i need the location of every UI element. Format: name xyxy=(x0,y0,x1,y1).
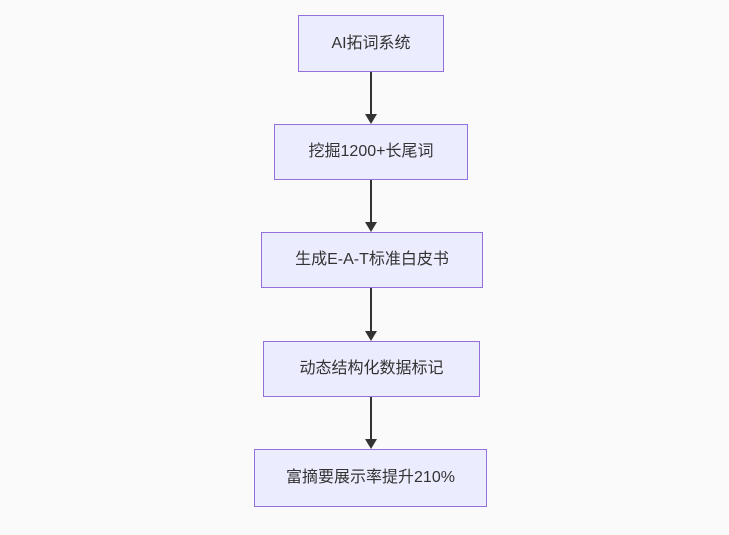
flow-node-rich-snippet-result: 富摘要展示率提升210% xyxy=(254,449,487,507)
arrow-down-icon xyxy=(365,114,377,124)
flow-node-structured-data-markup: 动态结构化数据标记 xyxy=(263,341,480,397)
flow-edge xyxy=(365,288,377,341)
flow-edge xyxy=(365,72,377,124)
flow-edge xyxy=(365,180,377,232)
flow-node-ai-keyword-system: AI拓词系统 xyxy=(298,15,444,72)
arrow-down-icon xyxy=(365,331,377,341)
flow-node-longtail-keywords: 挖掘1200+长尾词 xyxy=(274,124,468,180)
arrow-down-icon xyxy=(365,222,377,232)
flow-node-eat-whitepaper: 生成E-A-T标准白皮书 xyxy=(261,232,483,288)
flow-edge xyxy=(365,397,377,449)
edge-line xyxy=(370,397,372,440)
edge-line xyxy=(370,288,372,332)
arrow-down-icon xyxy=(365,439,377,449)
edge-line xyxy=(370,72,372,115)
edge-line xyxy=(370,180,372,223)
